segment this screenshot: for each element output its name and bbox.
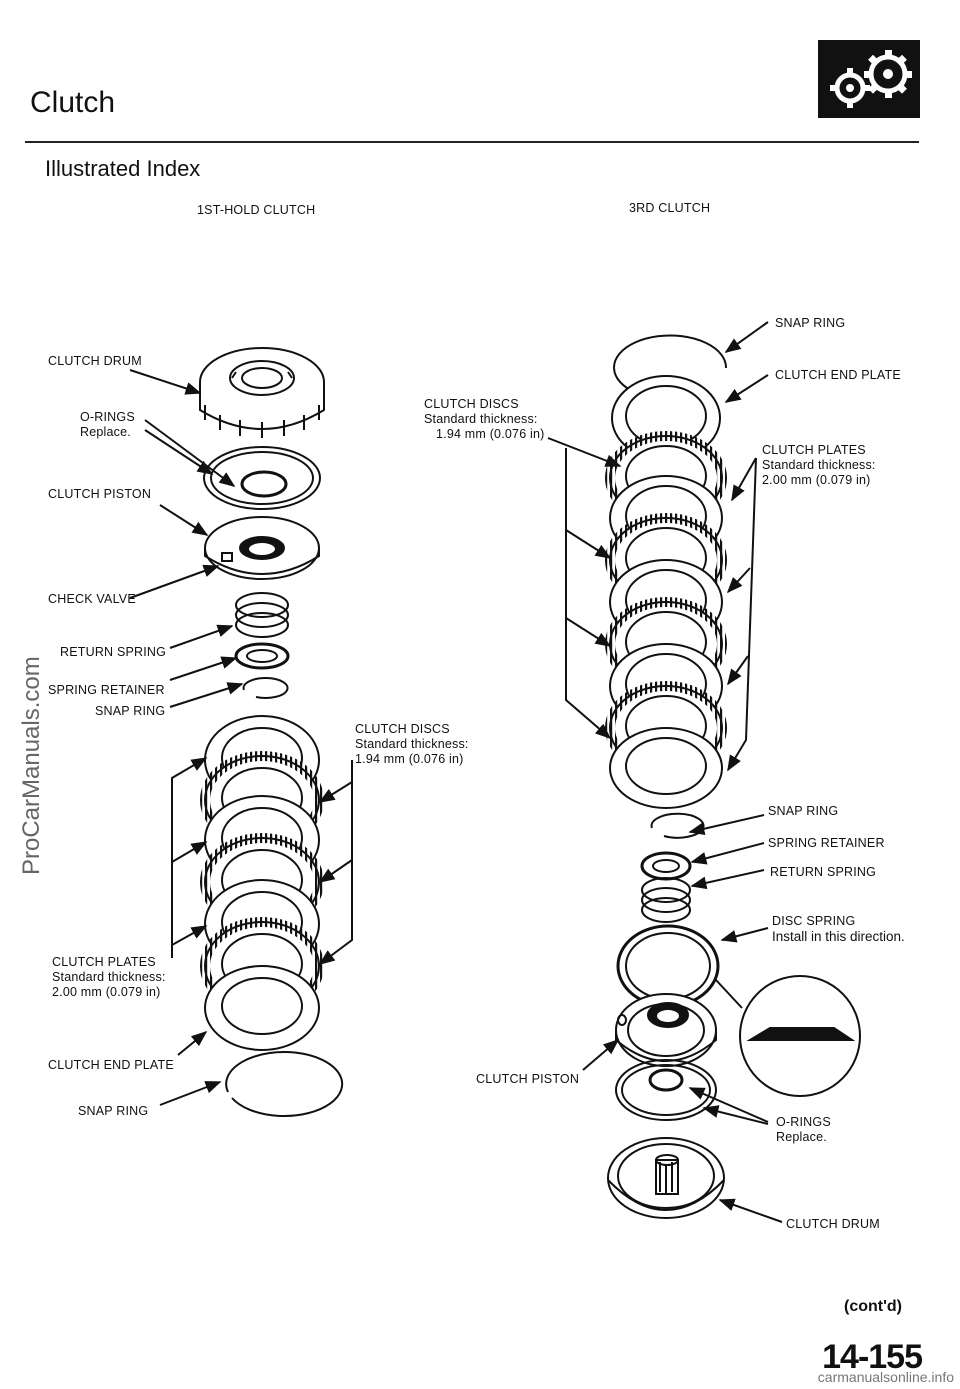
left-clutch-piston	[204, 516, 320, 580]
right-o-ring	[615, 1059, 717, 1121]
left-plate-stack	[200, 715, 324, 1051]
label-plates-std-left: Standard thickness:	[52, 970, 166, 984]
label-clutch-plates-right: CLUTCH PLATES	[762, 443, 866, 457]
gears-icon	[818, 40, 920, 118]
label-return-spring-left: RETURN SPRING	[60, 645, 167, 659]
right-clutch-piston	[615, 993, 717, 1067]
label-plates-std-right: Standard thickness:	[762, 458, 876, 472]
right-snap-ring-small	[650, 812, 705, 839]
label-clutch-drum-left: CLUTCH DRUM	[48, 354, 142, 368]
right-spring-retainer	[640, 851, 692, 881]
left-return-spring	[235, 592, 289, 638]
bottom-watermark: carmanualsonline.info	[817, 1369, 954, 1385]
label-orings-note-left: Replace.	[80, 425, 131, 439]
label-clutch-discs-left: CLUTCH DISCS	[355, 722, 450, 736]
right-return-spring	[641, 877, 691, 923]
page-title: Clutch	[30, 86, 116, 119]
label-clutch-plates-left: CLUTCH PLATES	[52, 955, 156, 969]
label-snap-ring-bottom-left: SNAP RING	[78, 1104, 149, 1118]
label-snap-ring-right-top: SNAP RING	[775, 316, 846, 330]
label-disc-spring-note: Install in this direction.	[772, 929, 905, 944]
label-clutch-drum-right: CLUTCH DRUM	[786, 1217, 880, 1231]
label-orings-right: O-RINGS	[776, 1115, 831, 1129]
label-orings-note-right: Replace.	[776, 1130, 827, 1144]
label-discs-val-left: 1.94 mm (0.076 in)	[355, 752, 464, 766]
left-snap-ring-small	[242, 677, 289, 699]
disc-spring-detail	[715, 975, 861, 1097]
label-spring-retainer-left: SPRING RETAINER	[48, 683, 165, 697]
left-snap-ring-large	[225, 1051, 344, 1117]
third-clutch-heading: 3RD CLUTCH	[629, 201, 711, 215]
label-end-plate-left: CLUTCH END PLATE	[48, 1058, 174, 1072]
continued-note: (cont'd)	[843, 1298, 902, 1315]
label-discs-std-left: Standard thickness:	[355, 737, 469, 751]
label-clutch-piston-left: CLUTCH PISTON	[48, 487, 152, 501]
label-snap-ring-left: SNAP RING	[95, 704, 166, 718]
label-snap-ring-right-mid: SNAP RING	[768, 804, 839, 818]
side-watermark: ProCarManuals.com	[18, 656, 45, 875]
label-clutch-piston-right: CLUTCH PISTON	[476, 1072, 580, 1086]
section-subtitle: Illustrated Index	[45, 156, 201, 181]
label-discs-val-right: 1.94 mm (0.076 in)	[436, 427, 545, 441]
page-number: 14-155	[822, 1338, 923, 1376]
label-discs-std-right: Standard thickness:	[424, 412, 538, 426]
first-hold-clutch-heading: 1ST-HOLD CLUTCH	[197, 203, 316, 217]
label-end-plate-right: CLUTCH END PLATE	[775, 368, 901, 382]
label-plates-val-left: 2.00 mm (0.079 in)	[52, 985, 161, 999]
left-spring-retainer	[234, 642, 290, 670]
left-o-ring	[203, 446, 321, 510]
header-rule	[25, 141, 919, 143]
right-clutch-drum	[607, 1137, 725, 1219]
label-clutch-discs-right: CLUTCH DISCS	[424, 397, 519, 411]
label-check-valve: CHECK VALVE	[48, 592, 136, 606]
label-return-spring-right: RETURN SPRING	[770, 865, 877, 879]
label-plates-val-right: 2.00 mm (0.079 in)	[762, 473, 871, 487]
label-orings-left: O-RINGS	[80, 410, 135, 424]
left-clutch-drum	[199, 347, 325, 438]
right-plate-stack	[605, 431, 727, 809]
label-spring-retainer-right: SPRING RETAINER	[768, 836, 885, 850]
label-disc-spring: DISC SPRING	[772, 914, 856, 928]
